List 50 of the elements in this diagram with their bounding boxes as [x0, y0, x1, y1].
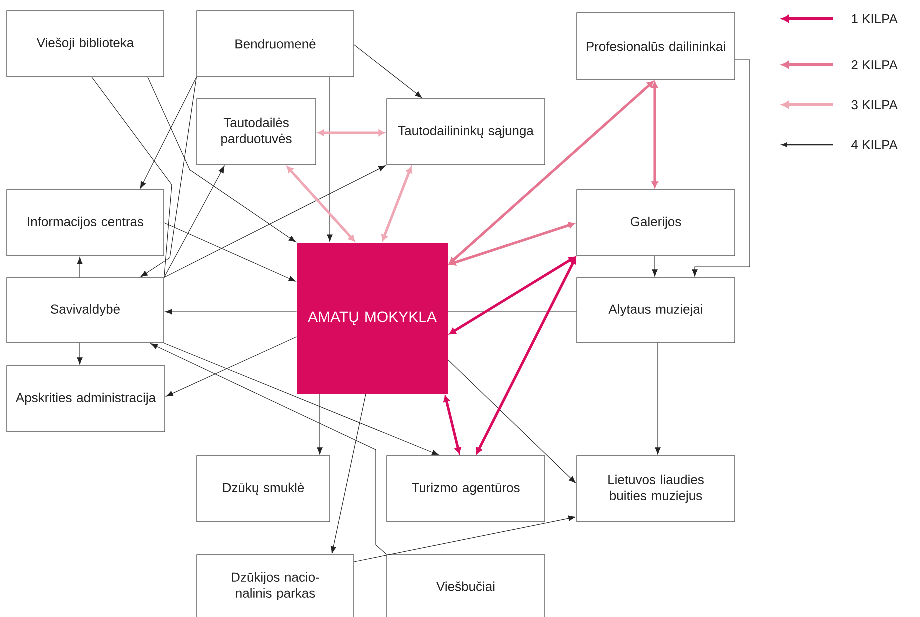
arrow: [317, 394, 323, 455]
arrow: [330, 394, 366, 554]
process-box: Lietuvos liaudies buities muziejus: [576, 456, 736, 522]
process-box: Dzūkų smuklė: [196, 456, 330, 522]
arrow: [382, 166, 412, 242]
arrow: [140, 77, 197, 278]
arrow: [450, 222, 576, 266]
arrow: [354, 516, 576, 562]
arrow: [318, 130, 385, 136]
arrow: [444, 396, 462, 454]
arrow: [164, 222, 296, 282]
process-box: Alytaus muziejai: [576, 278, 736, 344]
process-box: Profesionalūs dailininkai: [576, 12, 736, 80]
arrow: [450, 256, 576, 334]
arrow: [164, 166, 225, 278]
process-box: Galerijos: [576, 190, 736, 256]
arrow: [449, 81, 654, 264]
process-box: Viešoji biblioteka: [6, 10, 164, 78]
arrow: [164, 166, 386, 278]
legend-label: 1 KILPA: [852, 14, 898, 24]
legend-label: 2 KILPA: [852, 60, 898, 70]
arrow: [150, 344, 387, 555]
arrow: [148, 77, 296, 242]
process-box: Tautodailės parduotuvės: [196, 98, 316, 166]
arrow: [165, 309, 298, 315]
process-box: Dzūkijos nacio- nalinis parkas: [196, 554, 354, 617]
arrow: [327, 77, 333, 242]
arrow: [166, 336, 298, 397]
arrow: [77, 257, 83, 278]
arrow: [140, 77, 197, 189]
process-box: Informacijos centras: [6, 190, 164, 256]
legend-label: 4 KILPA: [852, 140, 898, 150]
arrow: [354, 44, 422, 98]
arrow: [655, 343, 661, 455]
process-box: Viešbučiai: [386, 554, 546, 617]
arrow: [164, 343, 440, 456]
legend-label: 3 KILPA: [852, 100, 898, 110]
process-box: Apskrities administracija: [6, 366, 166, 432]
school-box: AMATŲ MOKYKLA: [297, 243, 448, 394]
arrow: [77, 343, 83, 365]
process-box: Tautodailininkų sąjunga: [386, 98, 546, 166]
process-box: Savivaldybė: [6, 278, 164, 344]
arrow: [448, 360, 576, 484]
process-box: Bendruomenė: [196, 10, 354, 78]
process-box: Turizmo agentūros: [386, 456, 546, 522]
arrow: [286, 166, 356, 242]
arrow: [652, 82, 658, 188]
arrow: [476, 258, 576, 454]
arrow: [692, 60, 750, 277]
arrow: [652, 256, 658, 277]
